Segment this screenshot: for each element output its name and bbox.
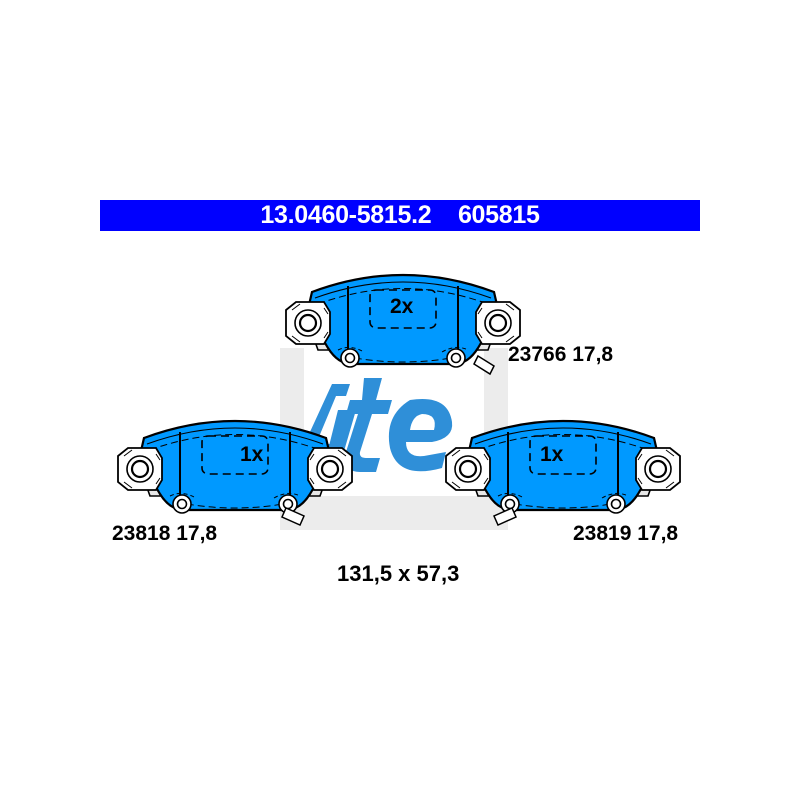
top-pad-part-label: 23766 17,8 (508, 343, 614, 366)
bottom-right-pad-part-label: 23819 17,8 (573, 522, 679, 545)
top-brake-pad (284, 273, 522, 376)
bottom-right-pad-quantity-label: 1x (540, 443, 564, 466)
overall-dimensions-label: 131,5 x 57,3 (337, 561, 460, 586)
bottom-left-brake-pad (116, 419, 354, 526)
part-number-header-text: 13.0460-5815.2 605815 (260, 201, 540, 229)
bottom-left-pad-quantity-label: 1x (240, 443, 264, 466)
part-number-header-bar: 13.0460-5815.2 605815 (100, 200, 700, 231)
bottom-left-pad-part-label: 23818 17,8 (112, 522, 218, 545)
top-pad-quantity-label: 2x (390, 295, 414, 318)
bottom-right-brake-pad (444, 419, 682, 526)
